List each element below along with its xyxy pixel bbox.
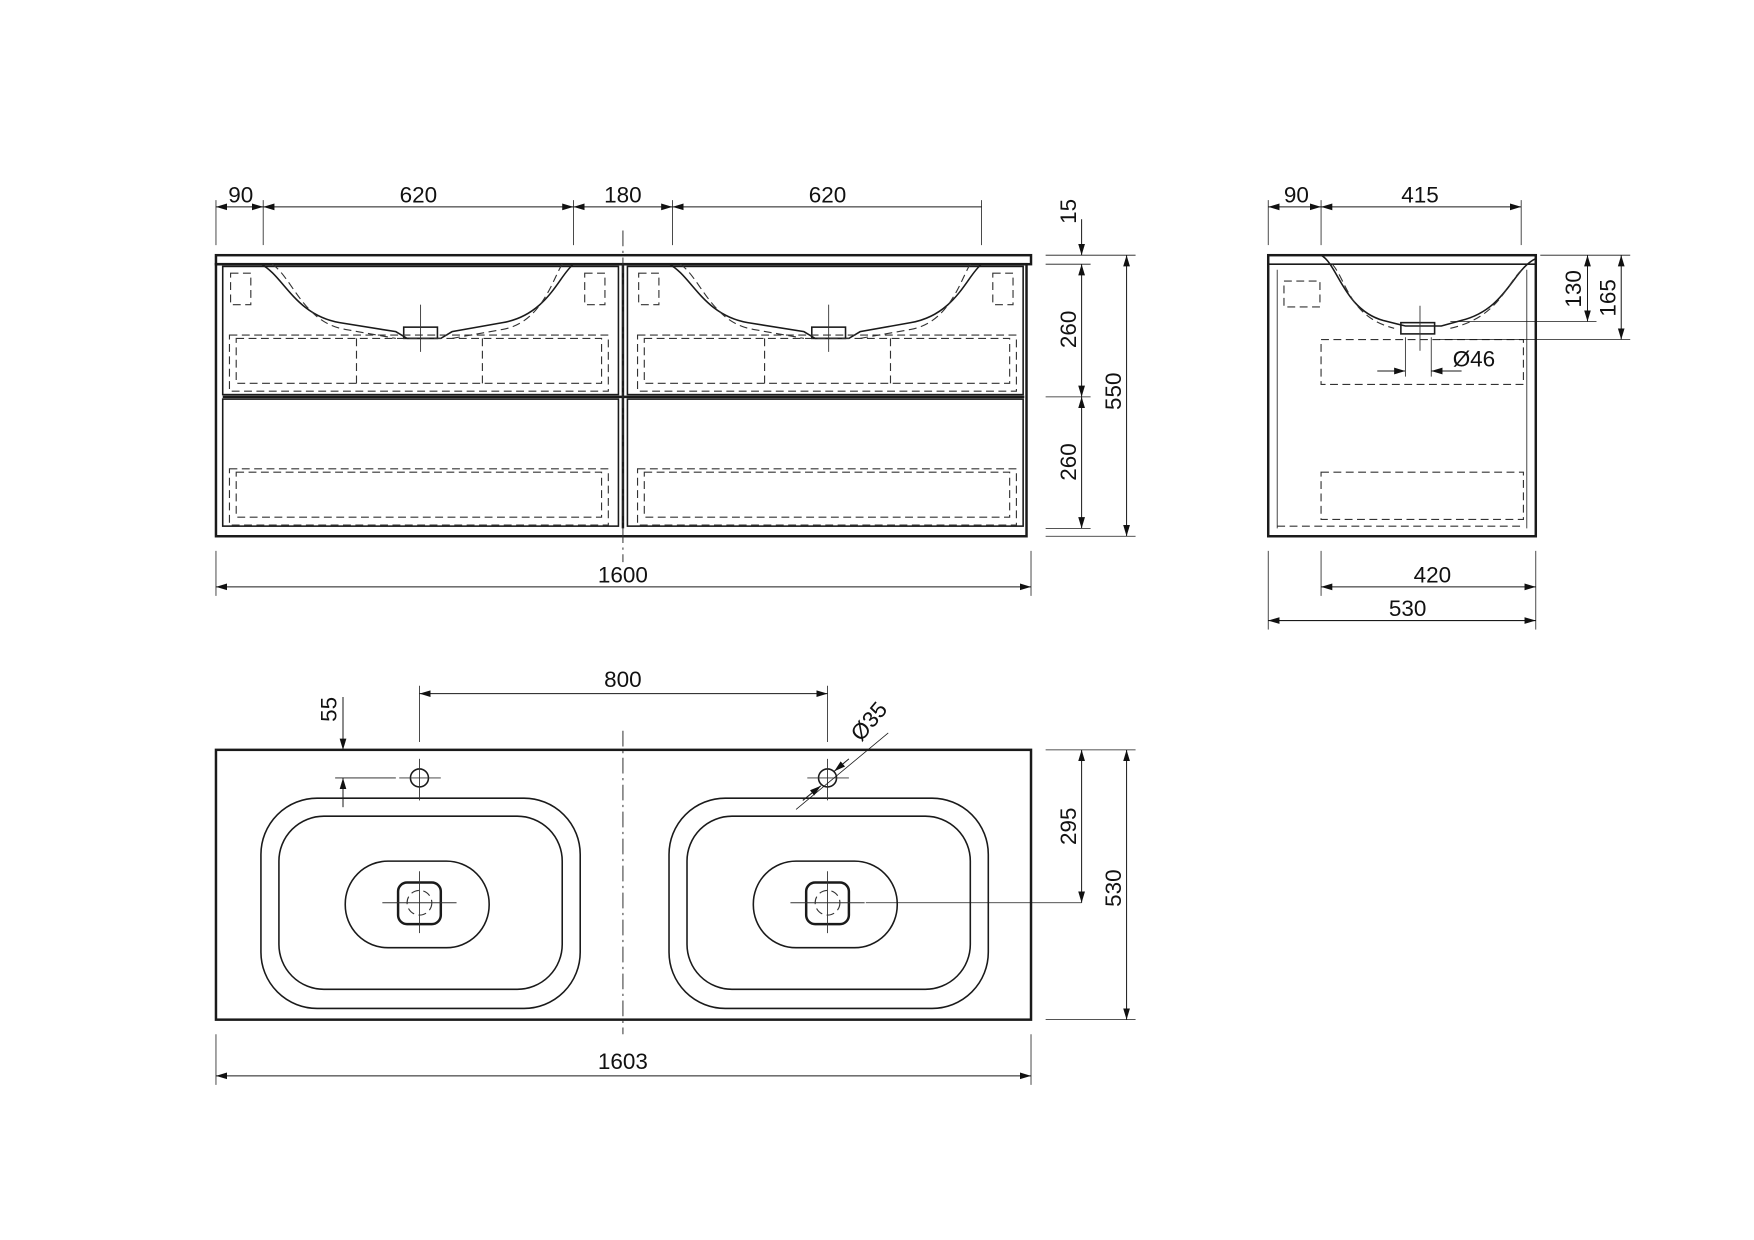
dim-drain-height: 165: [1596, 279, 1621, 317]
dim-upper-drawer: 260: [1056, 311, 1081, 349]
top-view: 800 55 Ø35 295 530 1603: [214, 667, 1136, 1085]
hinge-bracket: [638, 272, 660, 306]
hinge-bracket: [230, 272, 252, 306]
side-basin-profile: [1320, 254, 1537, 327]
dim-total-width: 1600: [598, 562, 648, 587]
dim-top-total-depth: 530: [1101, 869, 1126, 906]
countertop-top: [214, 748, 1033, 1021]
dim-lower-drawer: 260: [1056, 443, 1081, 481]
dim-tap-offset: 55: [316, 697, 341, 722]
dim-drain-offset: 295: [1056, 808, 1081, 846]
hinge-bracket: [992, 272, 1014, 306]
drawer-top-right: [626, 265, 1024, 396]
dim-basin-width-left: 620: [400, 182, 438, 207]
basin-right: [668, 758, 990, 1010]
dim-left-offset: 90: [228, 182, 253, 207]
drawer-bottom-left: [221, 398, 620, 527]
dim-front-offset: 90: [1284, 182, 1309, 207]
drawer-top-left: [221, 265, 620, 396]
basin-left: [260, 758, 581, 1010]
hinge-bracket: [584, 272, 606, 306]
dim-tap-hole: Ø35: [846, 697, 892, 746]
dim-gap: 180: [604, 182, 642, 207]
dim-basin-height: 130: [1561, 270, 1586, 308]
countertop: [214, 253, 1033, 266]
cabinet-body: [214, 262, 1028, 538]
dim-top-total-width: 1603: [598, 1049, 648, 1074]
dim-drain-diameter: Ø46: [1453, 346, 1495, 371]
dim-total-height: 550: [1101, 372, 1126, 410]
side-cabinet: [1266, 253, 1538, 538]
dim-tap-spacing: 800: [604, 667, 642, 692]
dim-side-total-depth: 530: [1389, 596, 1427, 621]
dim-basin-depth: 415: [1401, 182, 1439, 207]
side-view: 90 415 130 165 Ø46 420 530: [1266, 182, 1631, 630]
dim-top-thickness: 15: [1056, 199, 1081, 224]
dim-basin-width-right: 620: [809, 182, 847, 207]
drawer-bottom-right: [626, 398, 1024, 527]
front-view: 90 620 180 620 15 260 260 550 1600: [214, 182, 1136, 596]
dim-cabinet-depth: 420: [1414, 562, 1452, 587]
